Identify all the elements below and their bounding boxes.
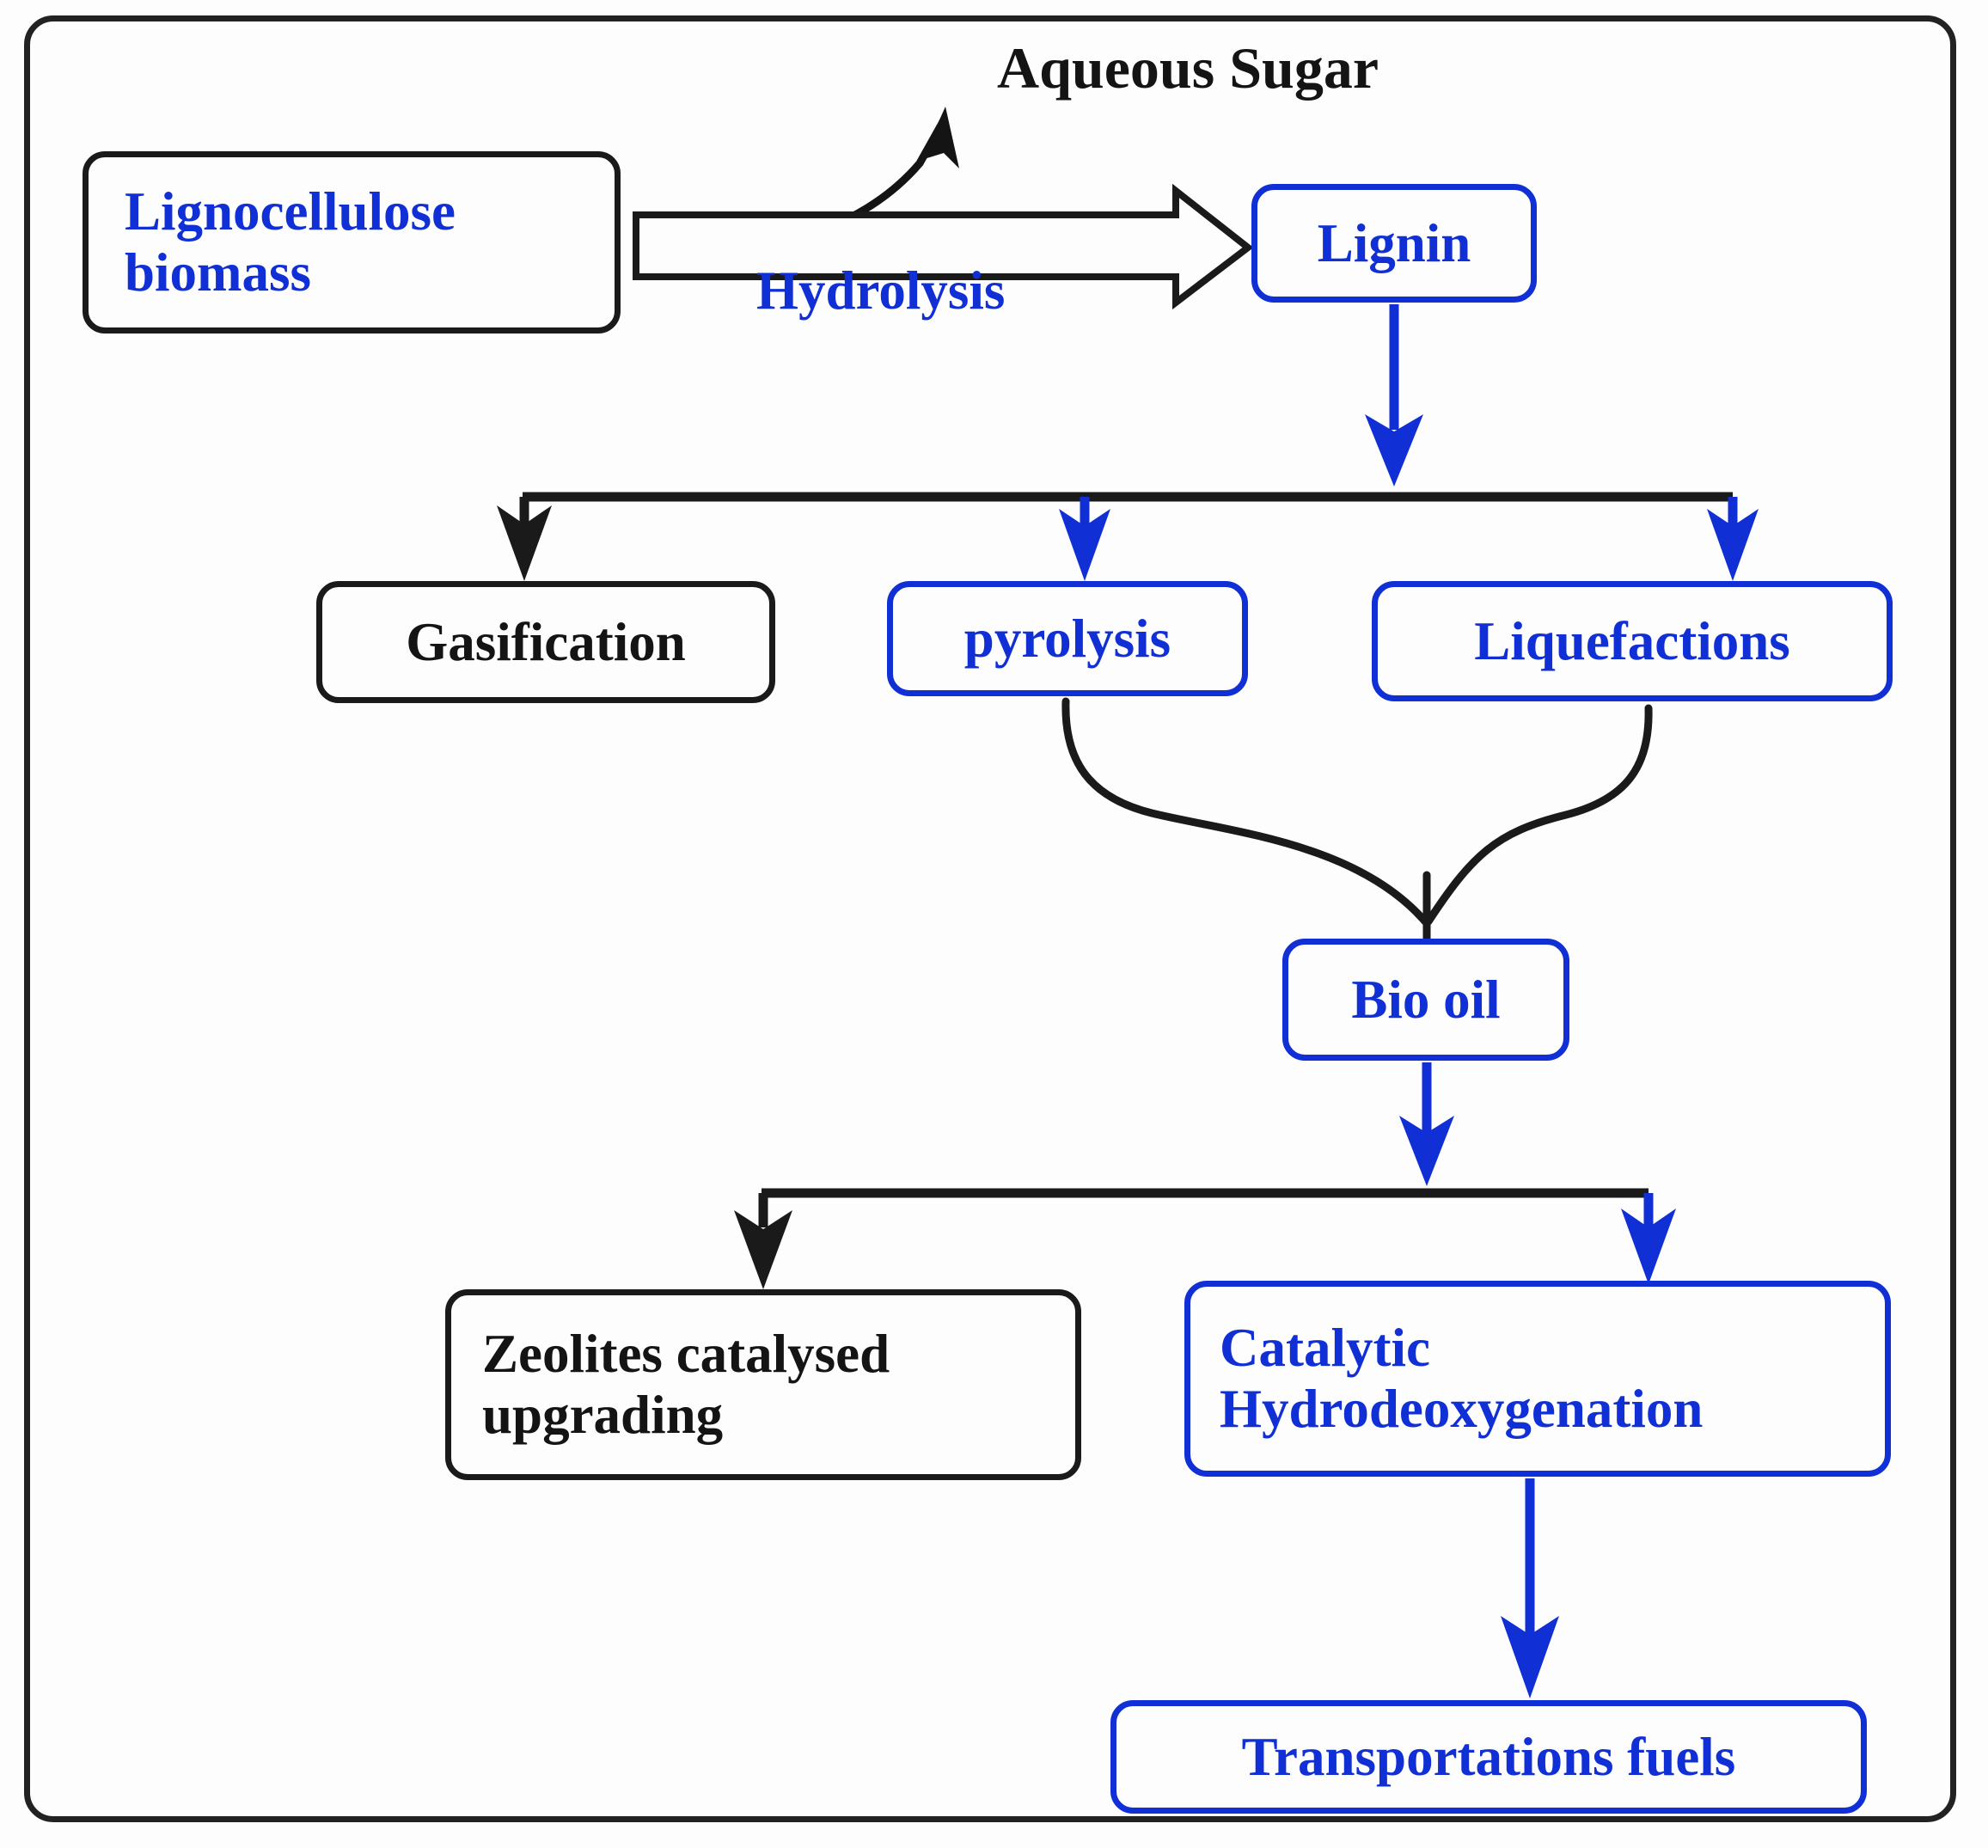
node-liquefactions-text: Liquefactions <box>1474 610 1790 671</box>
node-gasification-text: Gasification <box>406 611 686 672</box>
zeolites-line-2: upgrading <box>482 1385 724 1445</box>
node-catalytic-hydrodeoxygenation[interactable]: Catalytic Hydrodeoxygenation <box>1184 1281 1891 1477</box>
node-transportations-fuels[interactable]: Transportations fuels <box>1110 1700 1867 1814</box>
aqueous-sugar-label: Aqueous Sugar <box>997 35 1379 101</box>
node-lignocellulose-biomass[interactable]: Lignocellulose biomass <box>83 151 621 333</box>
node-zeolites-text: Zeolites catalysed upgrading <box>482 1324 1075 1445</box>
biomass-line-2: biomass <box>125 242 312 303</box>
node-lignocellulose-biomass-text: Lignocellulose biomass <box>125 181 615 303</box>
node-bio-oil-text: Bio oil <box>1351 969 1501 1030</box>
node-pyrolysis[interactable]: pyrolysis <box>887 581 1248 696</box>
node-bio-oil[interactable]: Bio oil <box>1282 939 1569 1061</box>
node-catalytic-hdo-text: Catalytic Hydrodeoxygenation <box>1220 1318 1885 1439</box>
node-zeolites-catalysed-upgrading[interactable]: Zeolites catalysed upgrading <box>445 1289 1081 1480</box>
node-lignin[interactable]: Lignin <box>1251 184 1537 303</box>
node-lignin-text: Lignin <box>1317 212 1471 273</box>
zeolites-line-1: Zeolites catalysed <box>482 1324 890 1385</box>
node-transportations-fuels-text: Transportations fuels <box>1241 1726 1736 1787</box>
catalytic-hdo-line-1: Catalytic <box>1220 1318 1430 1379</box>
node-gasification[interactable]: Gasification <box>316 581 775 703</box>
node-pyrolysis-text: pyrolysis <box>963 608 1171 669</box>
hydrolysis-edge-label: Hydrolysis <box>756 260 1006 321</box>
node-liquefactions[interactable]: Liquefactions <box>1372 581 1893 701</box>
catalytic-hdo-line-2: Hydrodeoxygenation <box>1220 1379 1704 1439</box>
biomass-line-1: Lignocellulose <box>125 181 456 242</box>
